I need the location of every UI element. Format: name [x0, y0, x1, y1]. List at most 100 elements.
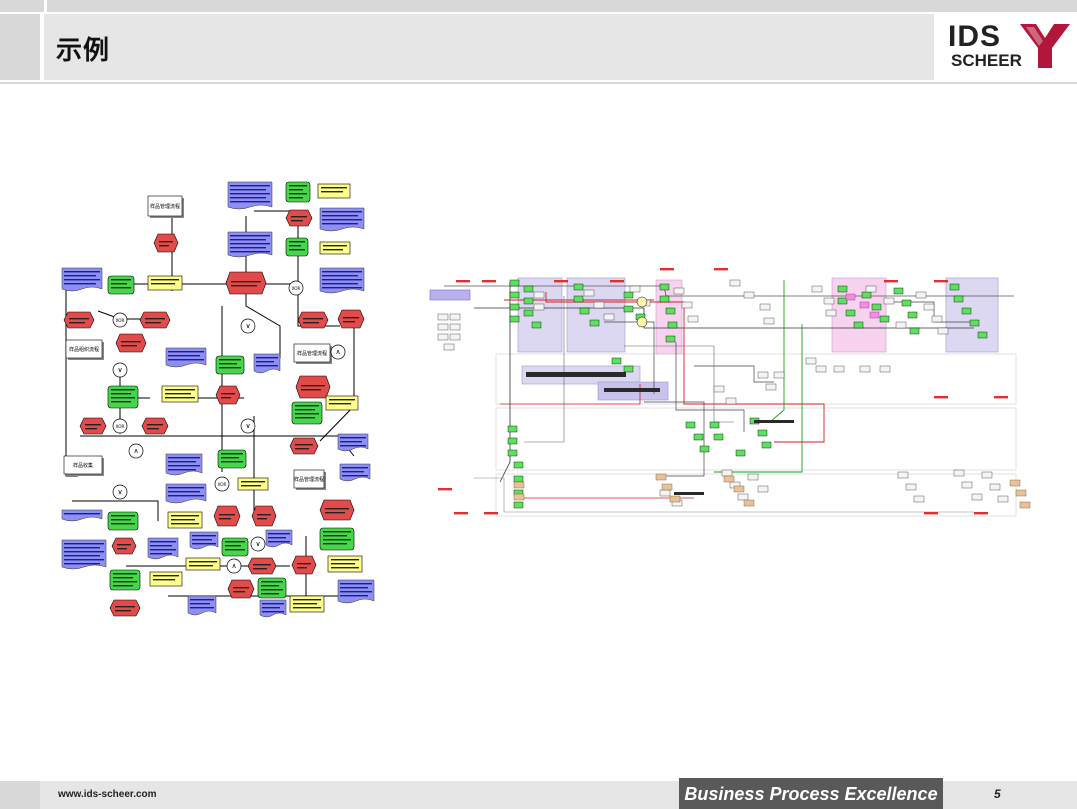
mini-function — [623, 365, 634, 373]
text-line — [145, 322, 161, 324]
mini-box — [629, 285, 641, 293]
mini-box — [953, 469, 965, 477]
mini-event — [994, 396, 1008, 399]
mini-function — [709, 421, 720, 429]
mini-box — [997, 495, 1009, 503]
text-line — [230, 185, 270, 187]
text-line — [268, 541, 290, 543]
text-line — [219, 518, 231, 520]
text-line — [171, 523, 199, 525]
text-line — [111, 397, 135, 399]
text-line — [340, 445, 366, 447]
text-line — [257, 518, 267, 520]
lane-panel — [945, 277, 999, 353]
mini-function — [509, 279, 520, 287]
mini-box — [833, 365, 845, 373]
text-line — [225, 545, 241, 547]
text-line — [168, 465, 200, 467]
text-line — [261, 593, 279, 595]
text-line — [322, 283, 358, 285]
text-line — [256, 365, 278, 367]
document-shape — [319, 267, 365, 294]
text-line — [230, 193, 270, 195]
text-line — [295, 417, 315, 419]
text-line — [111, 279, 131, 281]
text-line — [64, 271, 100, 273]
mini-function — [513, 461, 524, 469]
text-line — [342, 467, 368, 469]
text-line — [159, 245, 169, 247]
mini-function — [879, 315, 890, 323]
mini-box — [593, 301, 605, 309]
mini-doc — [669, 495, 681, 503]
text-line — [225, 549, 245, 551]
lane-panel — [566, 277, 626, 353]
text-line — [262, 607, 280, 609]
text-line — [261, 589, 283, 591]
mini-box — [583, 289, 595, 297]
mini-box — [961, 481, 973, 489]
text-line — [111, 519, 131, 521]
connector-circle — [240, 418, 256, 434]
event-shape — [319, 499, 355, 521]
text-line — [230, 189, 266, 191]
logo-y-mark-icon — [1020, 24, 1070, 68]
text-line — [64, 513, 100, 515]
mini-box — [757, 485, 769, 493]
header-stripe-left — [0, 0, 44, 12]
event-shape — [337, 309, 365, 329]
text-line — [189, 565, 213, 567]
connector-label: XOR — [116, 318, 125, 323]
text-line — [219, 514, 235, 516]
mini-doc — [655, 473, 667, 481]
text-line — [111, 287, 131, 289]
text-line — [64, 283, 96, 285]
text-line — [331, 563, 355, 565]
mini-function — [523, 285, 534, 293]
text-line — [262, 603, 284, 605]
event-shape — [225, 271, 267, 295]
text-line — [325, 508, 349, 510]
text-line — [323, 245, 347, 247]
mini-row — [604, 388, 660, 392]
text-line — [151, 279, 179, 281]
text-line — [322, 211, 362, 213]
mini-event — [884, 280, 898, 283]
text-line — [230, 197, 266, 199]
text-line — [257, 514, 271, 516]
mini-box — [859, 301, 870, 309]
process-box — [293, 469, 325, 489]
connector-label: XOR — [218, 482, 227, 487]
flow-line — [245, 216, 281, 358]
mini-function — [531, 321, 542, 329]
event-shape — [153, 233, 179, 253]
text-line — [340, 583, 372, 585]
mini-box — [533, 291, 545, 299]
process-overview-diagram — [429, 268, 1031, 517]
text-line — [253, 564, 271, 566]
text-line — [190, 603, 210, 605]
mini-box — [713, 385, 725, 393]
mini-function — [507, 437, 518, 445]
mini-connector — [636, 296, 648, 308]
text-line — [147, 428, 159, 430]
process-box-label: 样品收集 — [73, 462, 93, 469]
mini-function — [961, 307, 972, 315]
text-line — [231, 281, 261, 283]
function-shape — [107, 511, 139, 531]
mini-box — [533, 303, 545, 311]
mini-box — [869, 311, 880, 319]
text-line — [256, 361, 274, 363]
text-line — [221, 457, 239, 459]
text-line — [295, 409, 315, 411]
text-line — [230, 201, 270, 203]
event-shape — [295, 375, 331, 399]
mini-box — [825, 309, 837, 317]
text-line — [343, 317, 359, 319]
mini-function — [761, 441, 772, 449]
text-line — [113, 581, 137, 583]
text-line — [329, 403, 351, 405]
flow-line — [694, 365, 774, 383]
text-line — [111, 389, 135, 391]
mini-row — [526, 372, 626, 377]
